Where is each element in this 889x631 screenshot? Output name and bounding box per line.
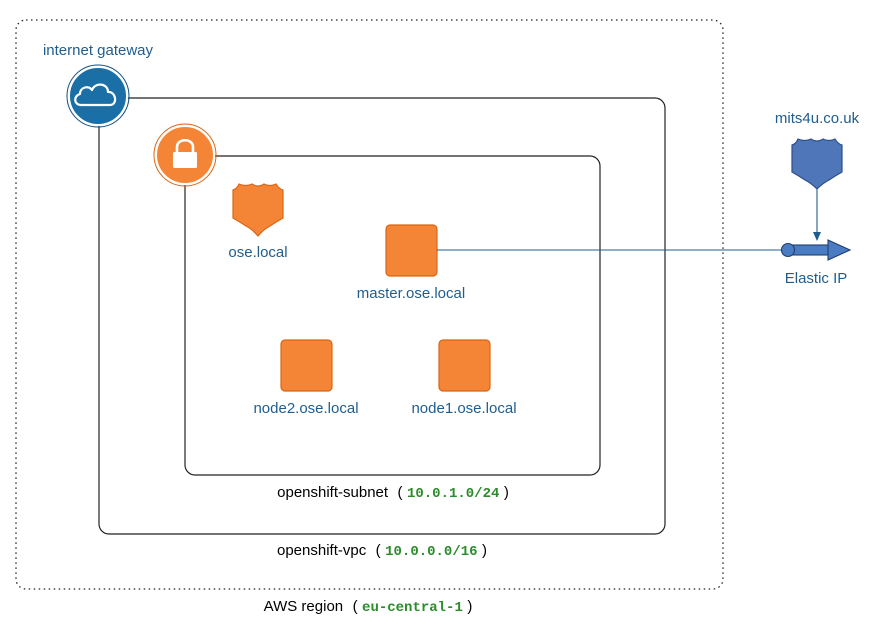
vpc-open-paren: ( (376, 542, 381, 559)
vpc-name: openshift-vpc (277, 542, 367, 559)
subnet-close-paren: ) (504, 484, 509, 501)
internet-gateway-label: internet gateway (43, 42, 154, 59)
instance-icon[interactable] (385, 224, 438, 277)
shield-icon[interactable] (232, 183, 284, 237)
lock-icon[interactable] (153, 123, 217, 187)
external-dns-label: mits4u.co.uk (775, 110, 860, 127)
cloud-icon[interactable] (66, 64, 130, 128)
vpc-boundary (98, 97, 666, 535)
subnet-cidr: 10.0.1.0/24 (407, 486, 499, 502)
region-id: eu-central-1 (362, 600, 463, 616)
elastic-ip-label: Elastic IP (785, 270, 848, 287)
vpc-cidr: 10.0.0.0/16 (385, 544, 477, 560)
vpc-caption: openshift-vpc ( 10.0.0.0/16 ) (277, 542, 487, 560)
vpc-close-paren: ) (482, 542, 487, 559)
region-boundary (15, 19, 724, 590)
shield-icon[interactable] (791, 138, 843, 190)
region-open-paren: ( (353, 598, 358, 615)
region-name: AWS region (264, 598, 343, 615)
subnet-name: openshift-subnet (277, 484, 389, 501)
instance-icon[interactable] (438, 339, 491, 392)
master-instance-label: master.ose.local (357, 285, 465, 302)
node2-instance-label: node2.ose.local (253, 400, 358, 417)
subnet-open-paren: ( (398, 484, 403, 501)
instance-icon[interactable] (280, 339, 333, 392)
subnet-boundary (184, 155, 601, 476)
subnet-caption: openshift-subnet ( 10.0.1.0/24 ) (277, 484, 509, 502)
region-caption: AWS region ( eu-central-1 ) (264, 598, 473, 616)
elastic-ip-icon[interactable] (780, 239, 852, 261)
dns-zone-label: ose.local (228, 244, 287, 261)
node1-instance-label: node1.ose.local (411, 400, 516, 417)
region-close-paren: ) (467, 598, 472, 615)
